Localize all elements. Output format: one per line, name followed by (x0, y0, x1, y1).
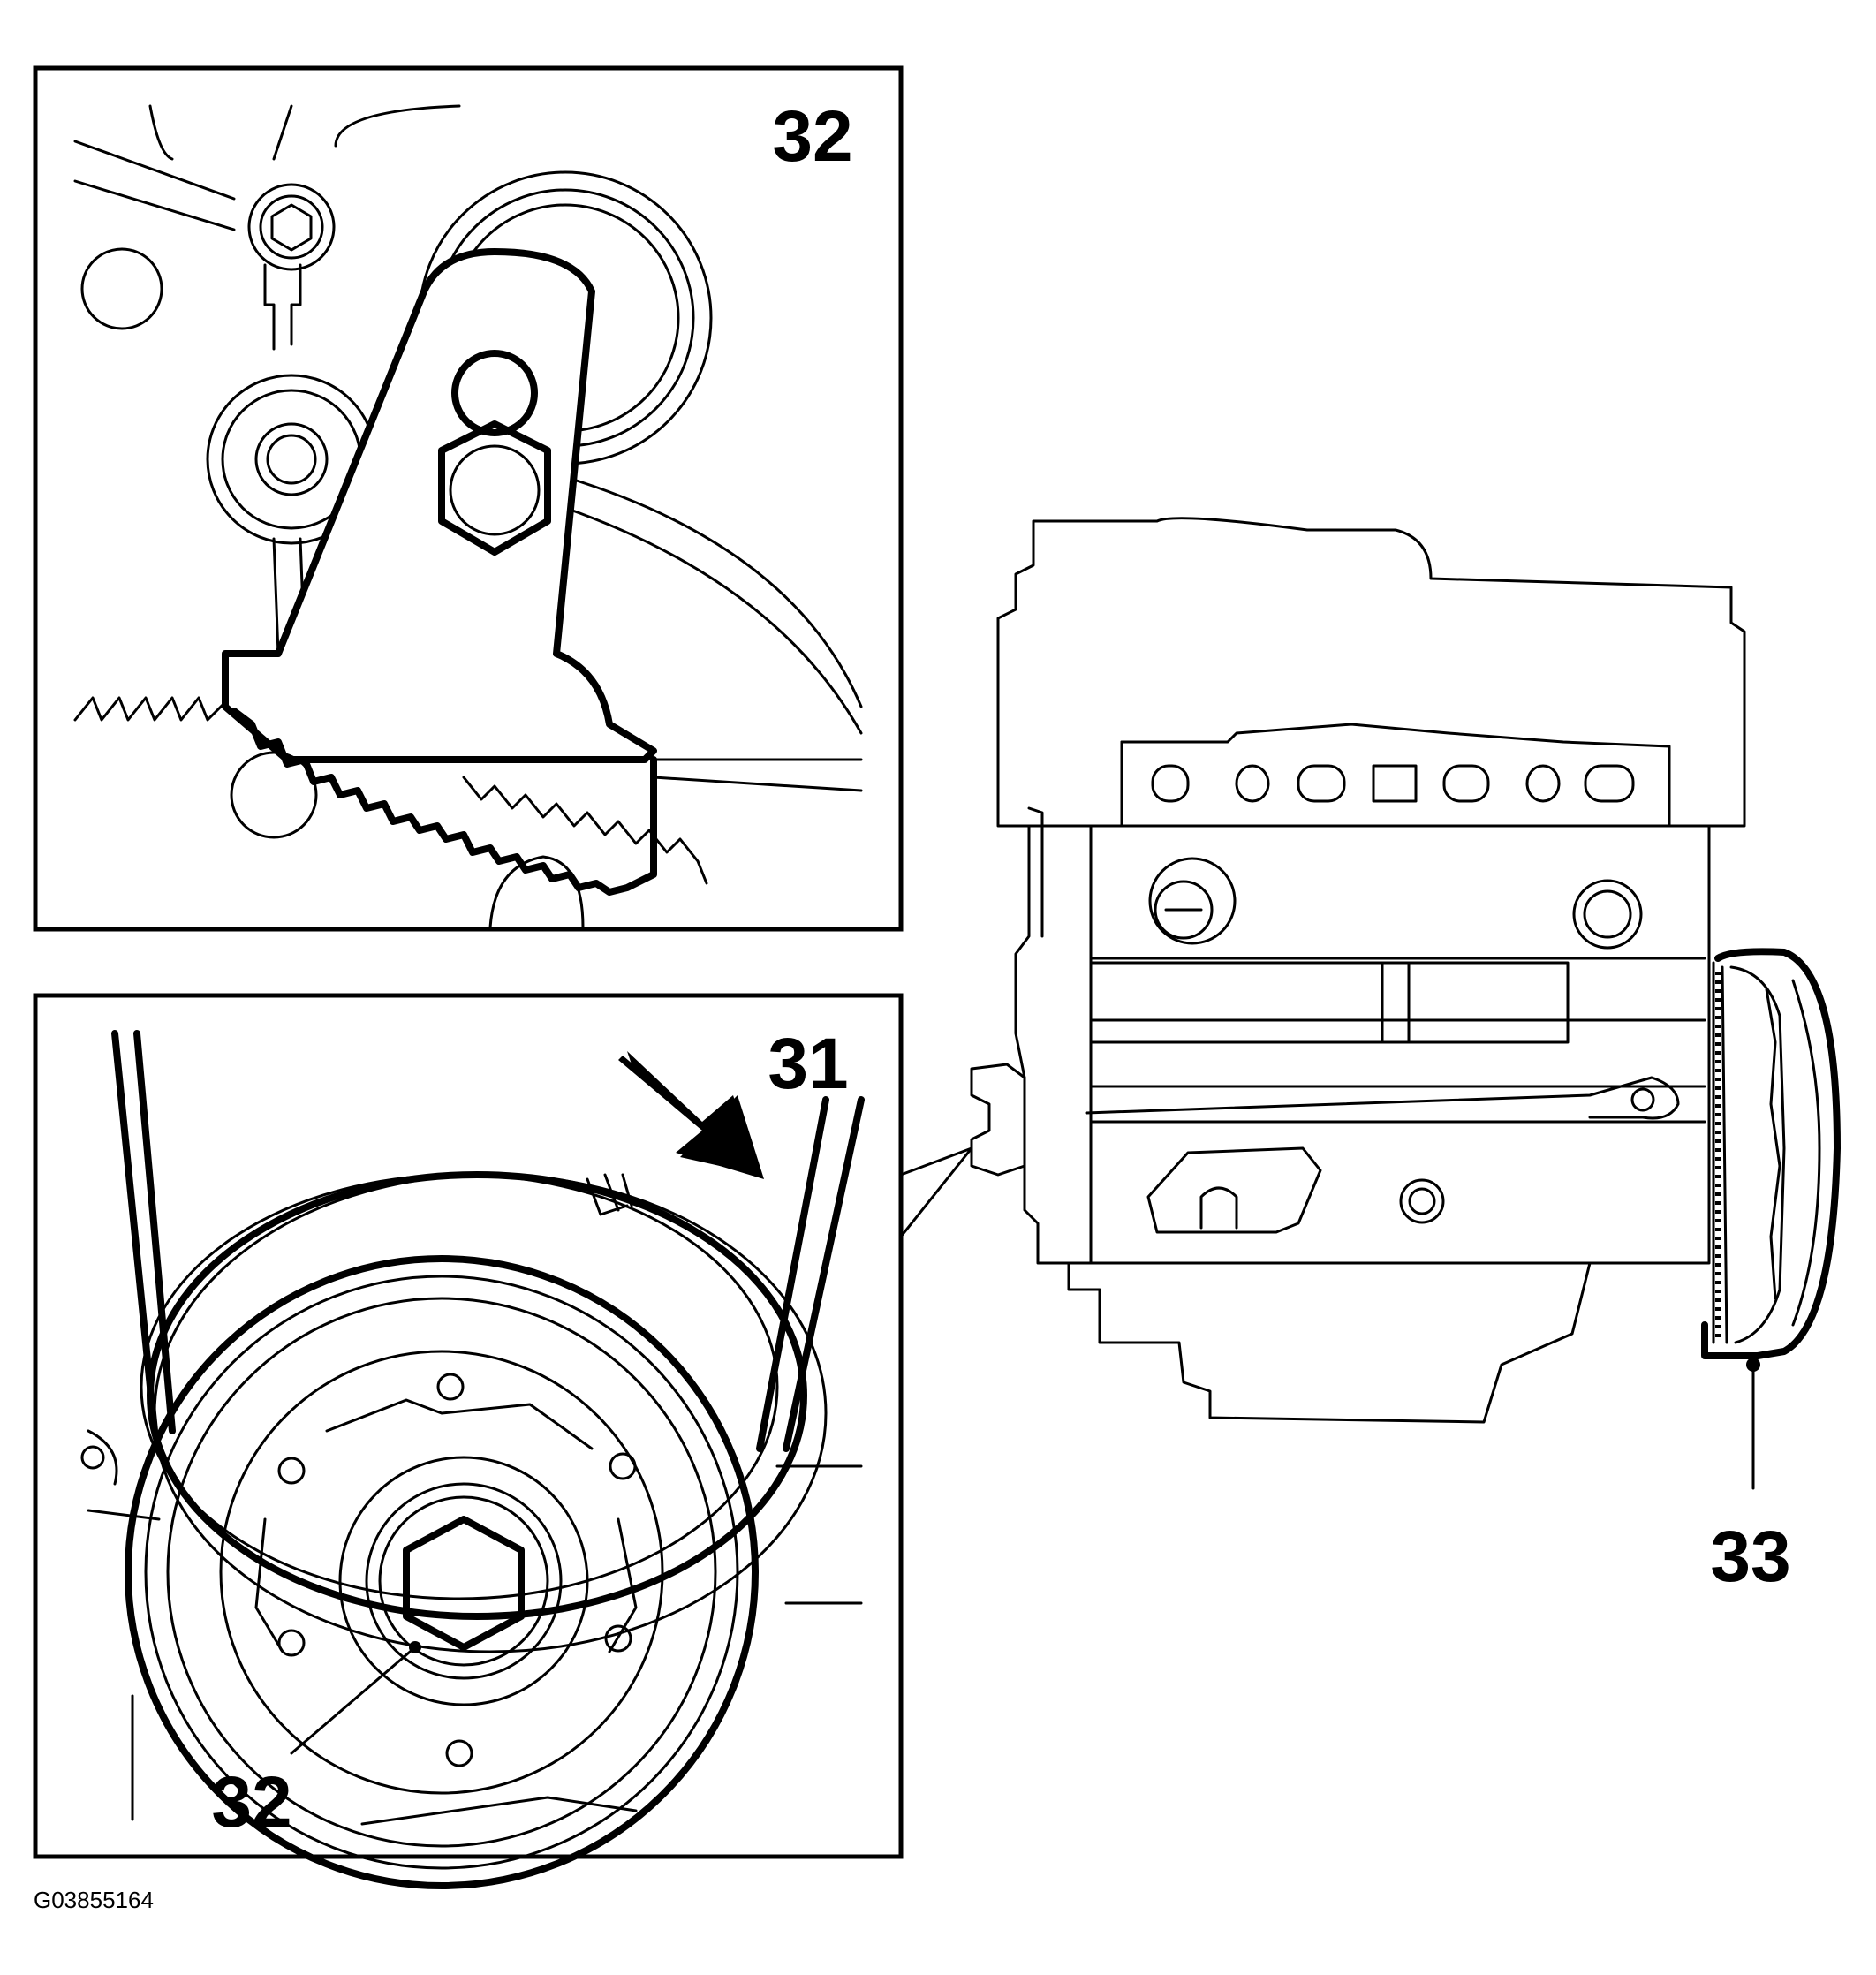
leader-32-bottom (290, 1646, 417, 1755)
belt-left (111, 1030, 176, 1434)
pulley-hub (338, 1456, 589, 1706)
sensor (1148, 857, 1237, 945)
tensioner-nut (438, 420, 551, 556)
gear-teeth (73, 696, 227, 722)
front-cover (970, 1063, 1026, 1177)
detail-pointer (899, 1146, 973, 1238)
flywheel-housing (1701, 948, 1841, 1359)
engine-block (970, 517, 1746, 1424)
crankshaft-bolt (403, 1516, 525, 1651)
crank-pulley-rim (153, 1173, 828, 1653)
flywheel: 33 (1701, 829, 1841, 1597)
callout-32-top: 32 (772, 96, 852, 177)
pump-housing (1146, 1146, 1322, 1234)
bottom-panel-frame (33, 993, 904, 1859)
lower-hole (230, 751, 318, 839)
callout-31: 31 (768, 1024, 848, 1104)
timing-mark (586, 1173, 633, 1216)
fuel-rail (1089, 961, 1570, 1044)
crank-pulley-face (125, 1255, 759, 1889)
oil-pan (1067, 1261, 1592, 1424)
top-detail-panel: 32 (33, 65, 904, 932)
cylinder-head (996, 517, 1746, 828)
hex-bolt (247, 183, 336, 271)
bottom-detail-panel: 31 32 (33, 993, 904, 1889)
belt-right (756, 1096, 865, 1452)
figure-id: G03855164 (34, 1887, 154, 1913)
top-panel-frame (33, 65, 904, 932)
bolt-hole (80, 247, 163, 330)
bracket-arm (73, 140, 236, 231)
callout-33: 33 (1710, 1517, 1790, 1597)
callout-32-bottom: 32 (211, 1762, 291, 1843)
